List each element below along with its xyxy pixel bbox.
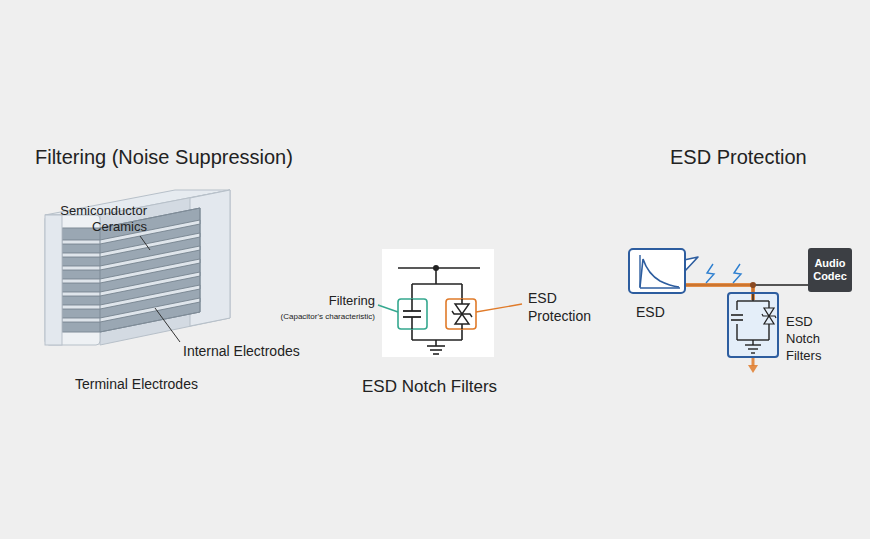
node-text: ESD <box>636 304 665 320</box>
part-label: Terminal Electrodes <box>75 376 198 394</box>
node-text: Audio Codec <box>811 257 849 283</box>
part-label: Internal Electrodes <box>183 343 300 361</box>
signal-wire <box>753 285 808 292</box>
esd-application <box>629 249 779 373</box>
electrode-plate <box>62 298 200 322</box>
function-label: Filtering <box>300 293 375 309</box>
section-heading: Filtering (Noise Suppression) <box>35 145 293 170</box>
codec-box: Audio Codec <box>808 248 852 292</box>
notch-filter-schematic <box>378 249 522 357</box>
function-label: ESD Protection <box>528 290 608 325</box>
esd-source-box: ESD <box>628 248 686 294</box>
node-text: ESD Notch Filters <box>786 314 832 365</box>
part-label: Semiconductor Ceramics <box>22 203 147 236</box>
section-heading: ESD Protection <box>670 145 807 170</box>
function-note: (Capacitor's characteristic) <box>230 312 375 322</box>
notch-filter-box: ESD Notch Filters <box>727 292 779 358</box>
figure-caption: ESD Notch Filters <box>362 376 497 397</box>
